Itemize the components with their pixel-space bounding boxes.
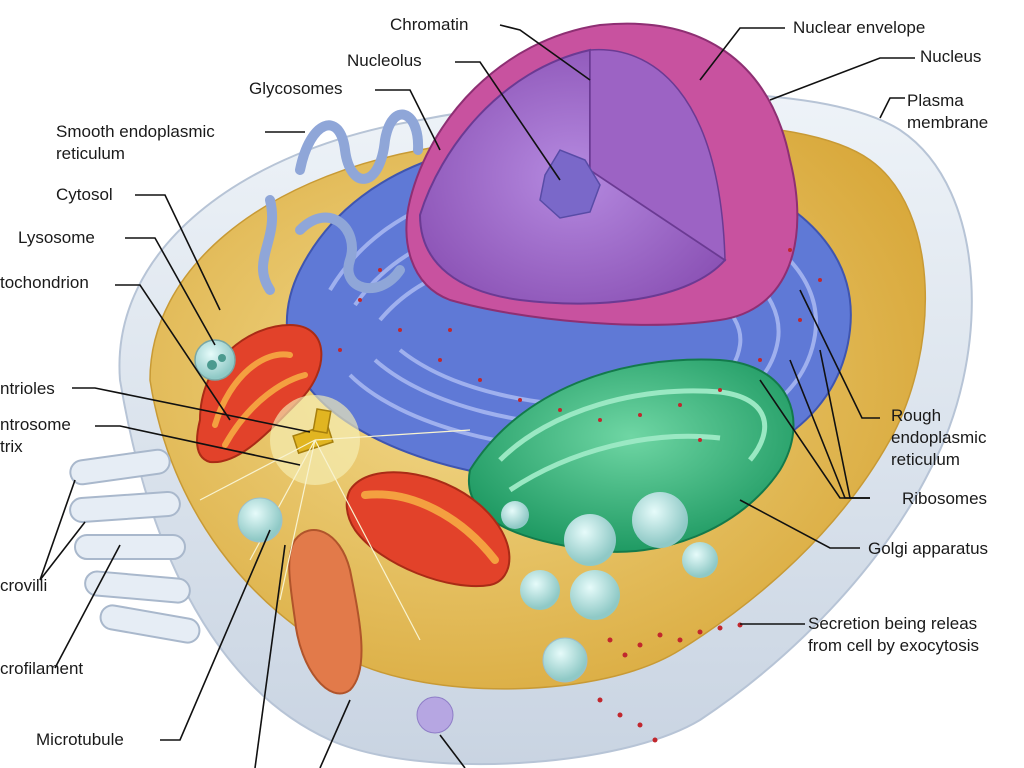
label-mitochondrion: tochondrion	[0, 272, 89, 294]
label-chromatin: Chromatin	[390, 14, 468, 36]
leader-plasma-membrane	[880, 98, 905, 118]
vesicle-shape	[417, 697, 453, 733]
label-rough-er: Rough endoplasmic reticulum	[891, 405, 986, 471]
label-smooth-er: Smooth endoplasmic reticulum	[56, 121, 215, 165]
label-microtubule: Microtubule	[36, 729, 124, 751]
label-centrioles: ntrioles	[0, 378, 55, 400]
label-cytosol: Cytosol	[56, 184, 113, 206]
vesicle-shape	[543, 638, 587, 682]
label-nucleolus: Nucleolus	[347, 50, 422, 72]
lysosome-shape	[195, 340, 235, 380]
label-lysosome: Lysosome	[18, 227, 95, 249]
label-nucleus: Nucleus	[920, 46, 981, 68]
leader-microvilli-1	[40, 480, 75, 580]
vesicle-shape	[238, 498, 282, 542]
leader-nucleus	[770, 58, 915, 100]
label-microvilli: crovilli	[0, 575, 47, 597]
label-ribosomes: Ribosomes	[902, 488, 987, 510]
label-golgi: Golgi apparatus	[868, 538, 988, 560]
label-glycosomes: Glycosomes	[249, 78, 343, 100]
label-nuclear-envelope: Nuclear envelope	[793, 17, 925, 39]
label-microfilament: crofilament	[0, 658, 83, 680]
label-secretion: Secretion being releas from cell by exoc…	[808, 613, 979, 657]
nucleus-shape	[406, 24, 797, 325]
label-centrosome: ntrosome trix	[0, 414, 71, 458]
label-plasma-membrane: Plasma membrane	[907, 90, 988, 134]
